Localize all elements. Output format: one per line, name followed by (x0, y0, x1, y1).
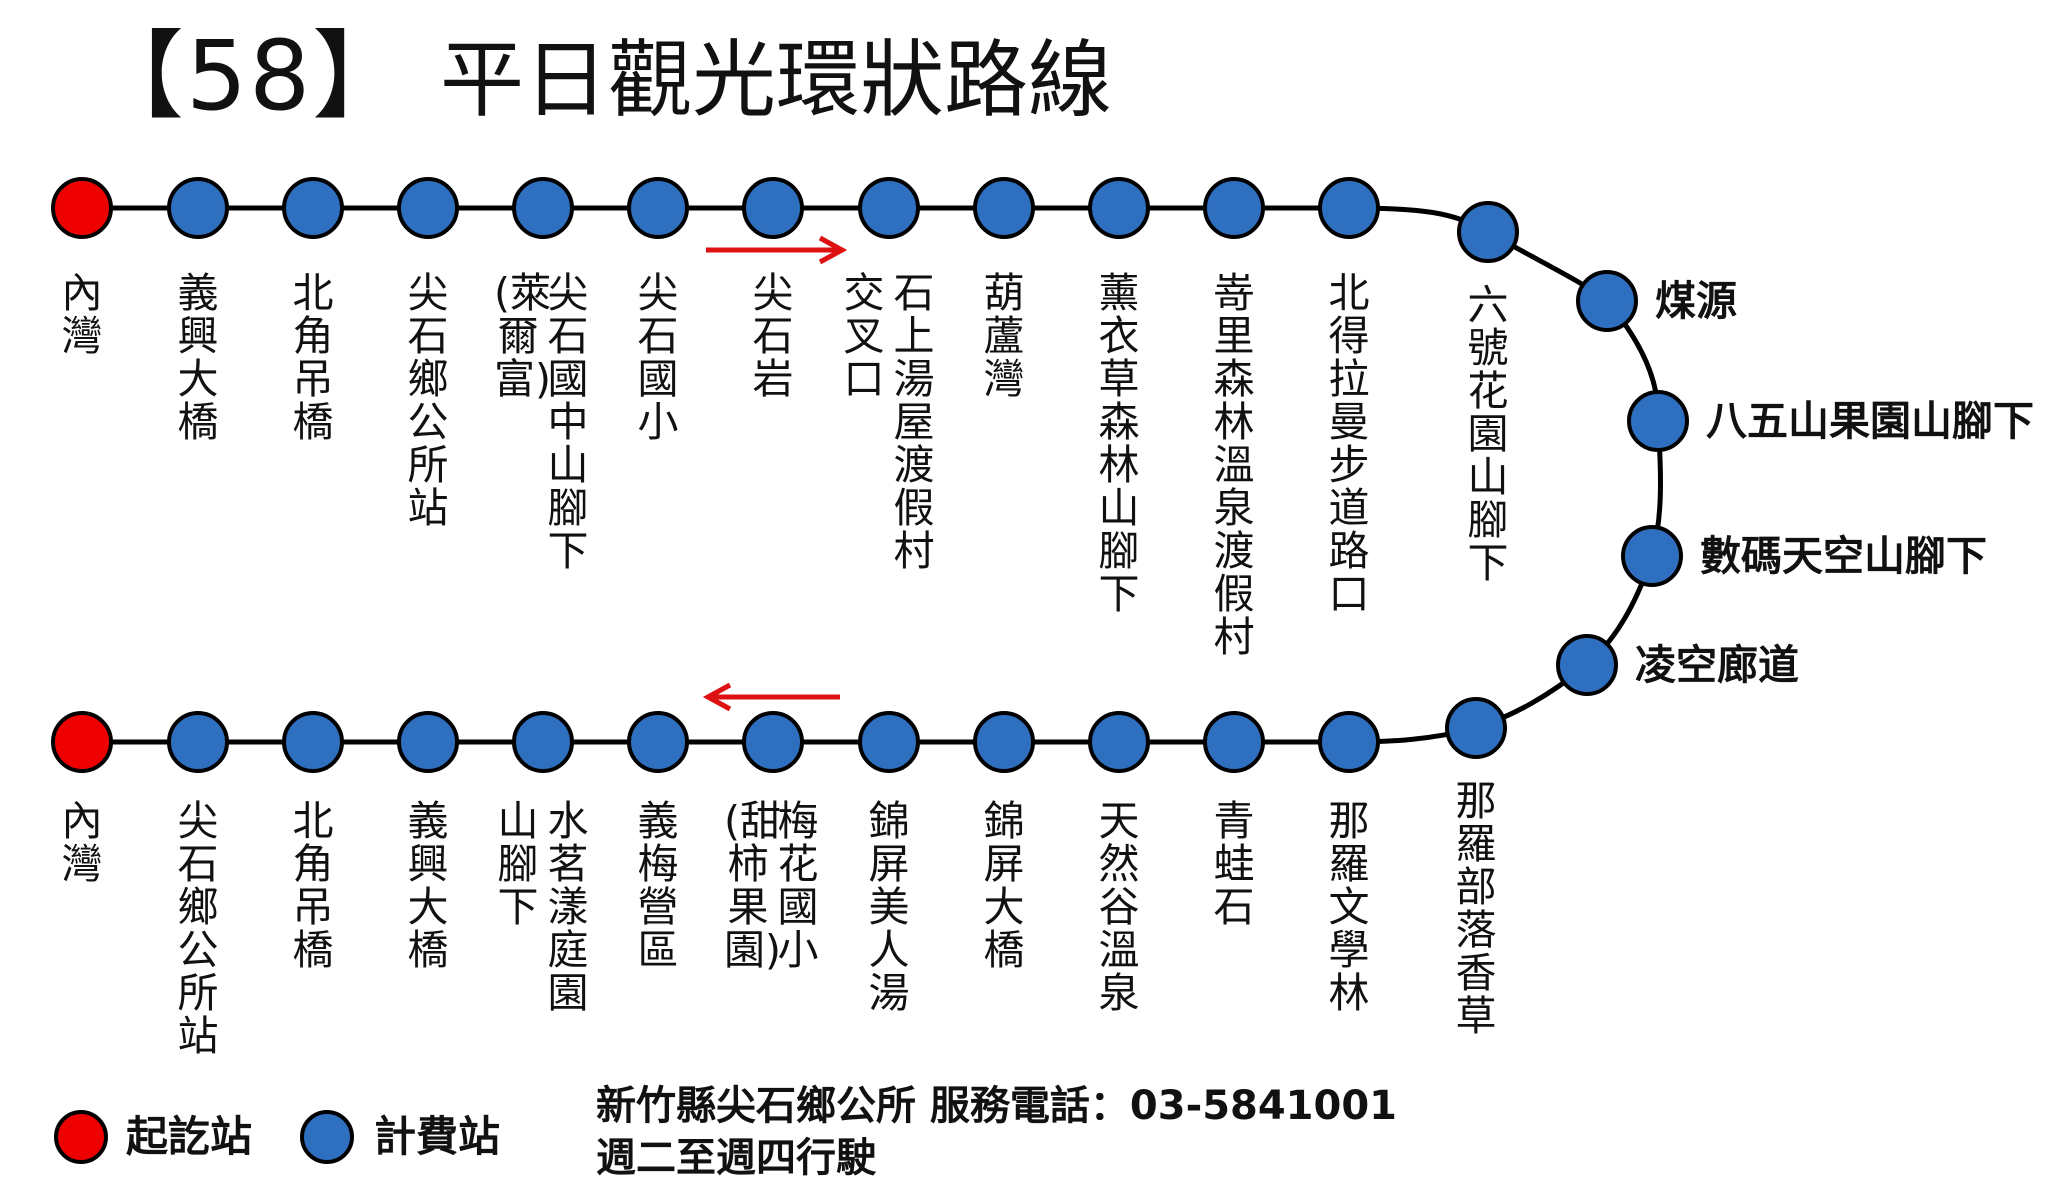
outbound-station-label-12: 北得拉曼步道路口 (1328, 269, 1370, 618)
inbound-station-label-6: 義梅營區 (637, 797, 679, 974)
inbound-station-label-7-line-2: (甜柿果園) (724, 797, 781, 974)
loop-station-dot-3 (1627, 390, 1689, 452)
inbound-station-dot-9 (973, 711, 1035, 773)
outbound-station-label-8-line-2: 交叉口 (843, 269, 885, 403)
inbound-station-label-10: 天然谷溫泉 (1098, 797, 1140, 1017)
outbound-station-dot-8 (858, 177, 920, 239)
outbound-station-dot-7 (742, 177, 804, 239)
inbound-station-label-7: 梅花國小 (777, 797, 819, 974)
outbound-station-label-8: 石上湯屋渡假村 (893, 269, 935, 575)
outbound-station-dot-11 (1203, 177, 1265, 239)
inbound-station-dot-2 (167, 711, 229, 773)
inbound-station-dot-12 (1318, 711, 1380, 773)
loop-station-label-2: 煤源 (1655, 277, 1737, 325)
inbound-station-dot-1 (51, 711, 113, 773)
outbound-station-label-7: 尖石岩 (752, 269, 794, 403)
outbound-station-dot-10 (1088, 177, 1150, 239)
footer-contact: 新竹縣尖石鄉公所 服務電話：03-5841001 (596, 1083, 1398, 1129)
route-name: 平日觀光環狀路線 (440, 31, 1113, 129)
outbound-station-dot-3 (282, 177, 344, 239)
inbound-station-dot-8 (858, 711, 920, 773)
legend-start-label: 起訖站 (126, 1112, 253, 1161)
inbound-station-dot-10 (1088, 711, 1150, 773)
outbound-station-dot-9 (973, 177, 1035, 239)
outbound-station-label-5: 尖石國中山腳下 (547, 269, 589, 575)
outbound-station-dot-4 (397, 177, 459, 239)
outbound-station-dot-2 (167, 177, 229, 239)
outbound-arrow-head (818, 235, 848, 265)
inbound-station-label-5-line-2: 山腳下 (497, 797, 539, 931)
inbound-station-label-8: 錦屏美人湯 (868, 797, 910, 1017)
inbound-station-label-2: 尖石鄉公所站 (177, 797, 219, 1060)
outbound-station-label-2: 義興大橋 (177, 269, 219, 446)
outbound-station-label-10: 薰衣草森林山腳下 (1098, 269, 1140, 618)
outbound-station-label-3: 北角吊橋 (292, 269, 334, 446)
inbound-station-dot-3 (282, 711, 344, 773)
loop-station-dot-5 (1556, 634, 1618, 696)
loop-station-label-4: 數碼天空山腳下 (1700, 532, 1987, 580)
inbound-station-label-3: 北角吊橋 (292, 797, 334, 974)
outbound-station-label-5-line-2: (萊爾富) (494, 269, 551, 403)
footer-schedule: 週二至週四行駛 (596, 1135, 876, 1181)
outbound-station-dot-12 (1318, 177, 1380, 239)
inbound-station-label-1: 內灣 (61, 797, 103, 888)
loop-station-label-6: 那羅部落香草 (1455, 777, 1497, 1040)
inbound-station-dot-5 (512, 711, 574, 773)
loop-station-dot-6 (1445, 697, 1507, 759)
legend-start-dot (54, 1110, 108, 1164)
outbound-station-label-1: 內灣 (61, 269, 103, 360)
loop-station-dot-4 (1621, 525, 1683, 587)
outbound-station-dot-1 (51, 177, 113, 239)
inbound-station-dot-4 (397, 711, 459, 773)
outbound-station-dot-5 (512, 177, 574, 239)
inbound-station-dot-6 (627, 711, 689, 773)
inbound-station-dot-11 (1203, 711, 1265, 773)
legend-fare-dot (300, 1110, 354, 1164)
inbound-station-label-11: 青蛙石 (1213, 797, 1255, 931)
loop-station-dot-1 (1457, 201, 1519, 263)
route-number: 【58】 (88, 20, 411, 132)
outbound-station-dot-6 (627, 177, 689, 239)
legend-fare-label: 計費站 (374, 1112, 501, 1161)
inbound-station-label-12: 那羅文學林 (1328, 797, 1370, 1017)
loop-station-dot-2 (1576, 270, 1638, 332)
inbound-station-dot-7 (742, 711, 804, 773)
inbound-arrow-head (702, 682, 732, 712)
outbound-station-label-11: 嵜里森林溫泉渡假村 (1213, 269, 1255, 661)
outbound-station-label-6: 尖石國小 (637, 269, 679, 446)
inbound-station-label-4: 義興大橋 (407, 797, 449, 974)
loop-station-label-3: 八五山果園山腳下 (1706, 397, 2034, 445)
loop-station-label-1: 六號花園山腳下 (1467, 281, 1509, 587)
outbound-station-label-9: 葫蘆灣 (983, 269, 1025, 403)
inbound-station-label-5: 水茗漾庭園 (547, 797, 589, 1017)
outbound-station-label-4: 尖石鄉公所站 (407, 269, 449, 532)
inbound-station-label-9: 錦屏大橋 (983, 797, 1025, 974)
loop-station-label-5: 凌空廊道 (1635, 641, 1799, 689)
